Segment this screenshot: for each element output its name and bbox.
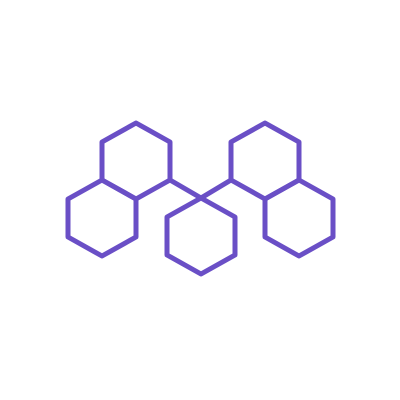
- connector-right-icon: [198, 177, 234, 201]
- hexagon-bottom-right-icon: [262, 177, 336, 259]
- hexagon-center-icon: [164, 195, 238, 277]
- hexagon-bottom-left-icon: [65, 177, 139, 259]
- connector-left-icon: [167, 177, 204, 201]
